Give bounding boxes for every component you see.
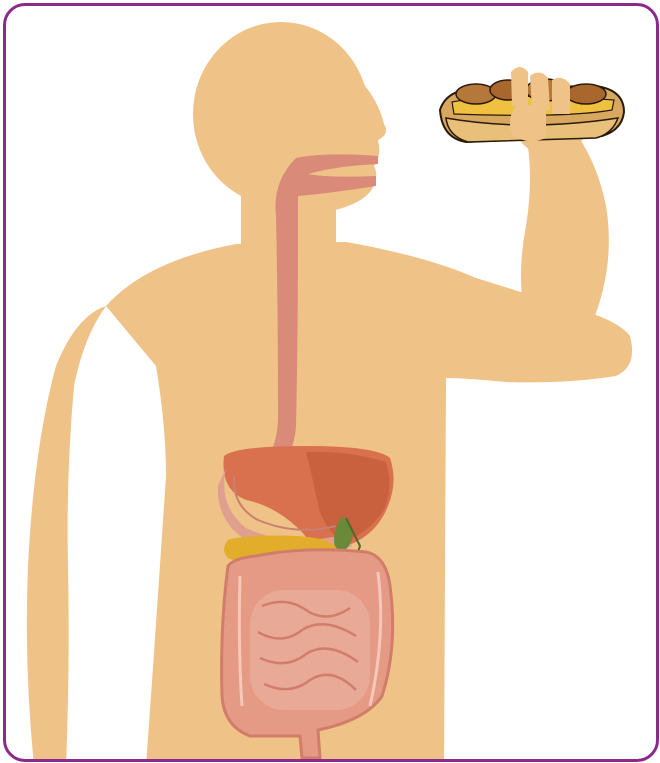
diagram-frame <box>3 3 659 762</box>
digestive-system-diagram <box>6 6 656 759</box>
small-intestine-icon <box>250 590 370 710</box>
sandwich-icon <box>440 67 624 142</box>
